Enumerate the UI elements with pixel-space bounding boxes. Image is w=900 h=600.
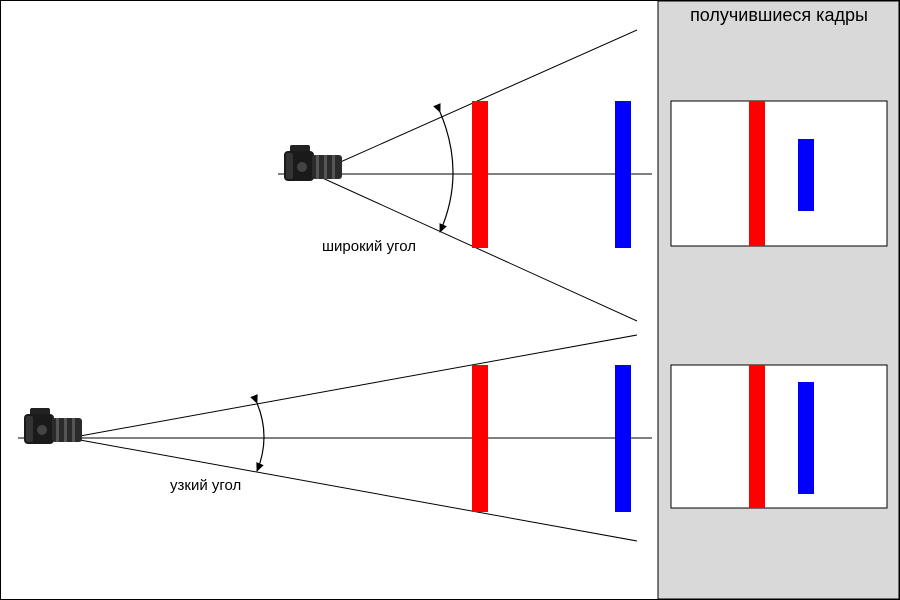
wide-far-bar	[615, 101, 631, 248]
narrow-view-boundary-top	[79, 334, 638, 437]
angle-arc-icon	[250, 394, 265, 472]
resulting-frame-wide	[670, 100, 888, 247]
wide-angle-scene: широкий угол	[278, 29, 652, 322]
resulting-frame-narrow	[670, 364, 888, 509]
frame-narrow-near-bar	[749, 365, 765, 508]
narrow-near-bar	[472, 365, 488, 512]
narrow-angle-scene: узкий угол	[18, 334, 652, 542]
narrow-view-boundary-bottom	[79, 439, 638, 542]
narrow-far-bar	[615, 365, 631, 512]
wide-view-boundary-bottom	[317, 175, 638, 322]
frame-narrow	[670, 364, 888, 509]
frame-wide	[670, 100, 888, 247]
results-panel-title: получившиеся кадры	[690, 5, 868, 25]
wide-near-bar	[472, 101, 488, 248]
results-panel	[657, 0, 900, 600]
frame-wide-near-bar	[749, 101, 765, 246]
angle-arc-icon	[433, 103, 454, 233]
frame-wide-far-bar	[798, 139, 814, 211]
narrow-angle-label: узкий угол	[170, 477, 241, 494]
wide-angle-label: широкий угол	[322, 238, 416, 255]
frame-narrow-far-bar	[798, 382, 814, 494]
